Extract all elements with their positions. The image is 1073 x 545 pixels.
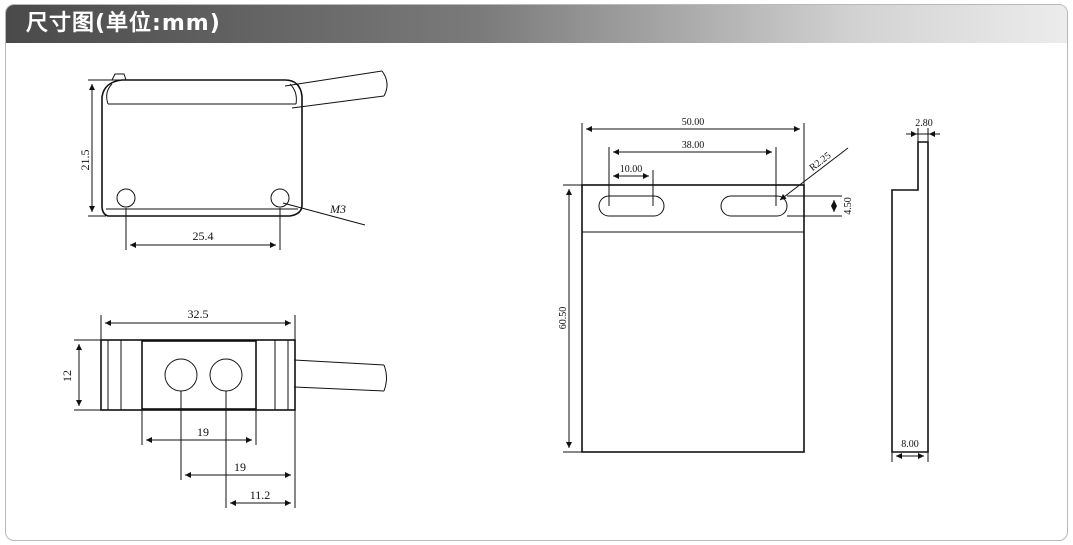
dim-lens-spacing-b: 19 — [234, 460, 246, 474]
sensor-front-view — [88, 70, 388, 250]
dim-side-height: 12 — [60, 370, 74, 382]
dim-front-height: 21.5 — [78, 150, 92, 171]
bracket-side-view — [891, 128, 940, 462]
dim-slot-length: 10.00 — [620, 164, 643, 175]
bracket-front-view — [563, 123, 849, 453]
dim-slot-spacing: 38.00 — [682, 140, 705, 151]
dimension-panel: 尺寸图(单位:mm) — [5, 4, 1068, 541]
page-title: 尺寸图(单位:mm) — [26, 11, 221, 36]
dim-front-hole-spacing: 25.4 — [193, 229, 214, 243]
dim-slot-height: 4.50 — [843, 197, 854, 215]
title-bar: 尺寸图(单位:mm) — [6, 5, 1067, 43]
dim-side-depth: 8.00 — [901, 439, 919, 450]
dim-bracket-height: 60.50 — [558, 307, 569, 330]
dim-bracket-width: 50.00 — [682, 117, 705, 128]
dim-lens-spacing-a: 19 — [197, 425, 209, 439]
dim-thickness: 2.80 — [915, 118, 933, 129]
dim-lens-offset: 11.2 — [250, 488, 271, 502]
dim-side-width: 32.5 — [188, 307, 209, 321]
dim-thread: M3 — [329, 202, 346, 216]
sensor-side-view — [74, 315, 387, 508]
